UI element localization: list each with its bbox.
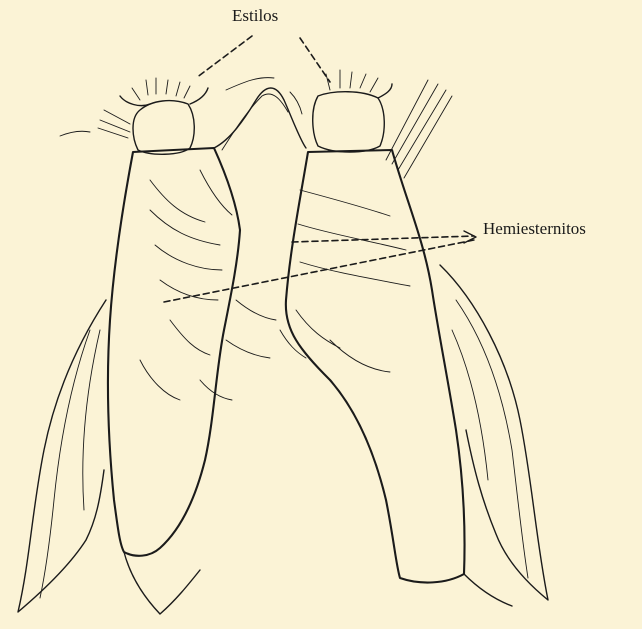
right-lobe-outline — [286, 150, 465, 583]
styles-leader-left — [196, 36, 252, 78]
left-style — [98, 78, 208, 154]
right-style-outline — [313, 92, 385, 152]
left-lobe-outline — [108, 148, 240, 556]
right-hemisternite — [286, 150, 465, 583]
left-hemisternite — [108, 148, 240, 556]
right-style — [313, 70, 452, 178]
left-blade-outline — [18, 300, 106, 612]
central-arch — [214, 78, 306, 150]
left-style-outline — [133, 101, 194, 155]
styles-leader-right — [300, 38, 330, 82]
sketch-details — [60, 131, 306, 400]
hemisternites-label: Hemiesternitos — [483, 219, 586, 239]
hemisternites-leader-lines — [164, 231, 476, 302]
styles-label: Estilos — [232, 6, 278, 26]
styles-leader-lines — [196, 36, 330, 82]
arch-outline — [214, 88, 306, 148]
hemisternites-leader-upper — [292, 236, 474, 242]
